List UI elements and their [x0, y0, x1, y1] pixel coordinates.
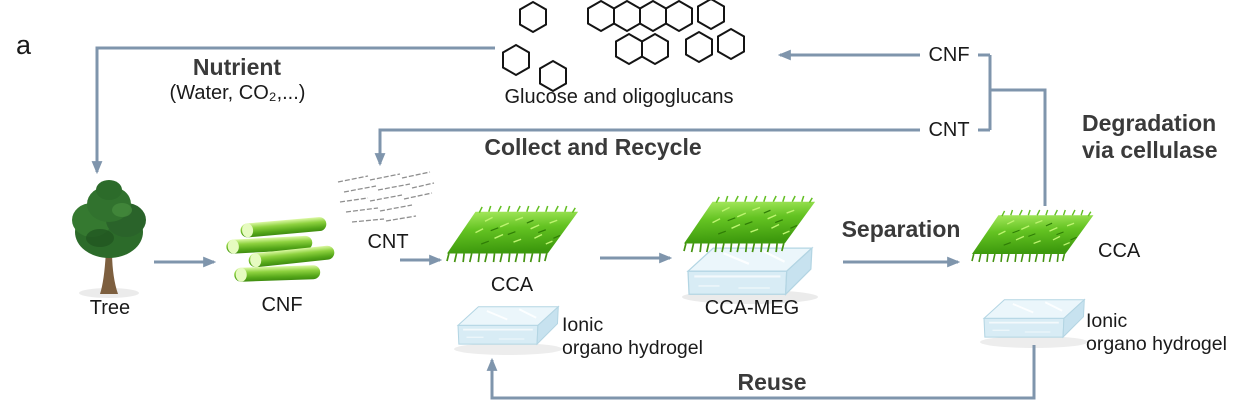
hydrogel-left-line1: Ionic [562, 314, 604, 336]
cnf-rods-icon [226, 217, 335, 282]
cca-right-label: CCA [1098, 240, 1141, 262]
glucose-molecules-icon [502, 0, 745, 92]
cca-left-icon [446, 205, 579, 263]
hydrogel-right-line1: Ionic [1086, 310, 1128, 332]
connectors [91, 46, 1047, 400]
hydrogel-left-line2: organo hydrogel [562, 337, 703, 359]
hydrogel-right-label: Ionic organo hydrogel [1086, 310, 1227, 356]
separation-label: Separation [841, 216, 961, 242]
cnf-return-label: CNF [920, 42, 978, 68]
hydrogel-right-icon [983, 298, 1086, 339]
glucose-label: Glucose and oligoglucans [504, 86, 734, 108]
tree-label: Tree [89, 297, 131, 319]
cnf-label: CNF [261, 294, 303, 316]
arrow-nutrient [91, 46, 495, 175]
cnt-sketch-icon [337, 171, 435, 223]
nutrient-label: Nutrient [192, 54, 282, 80]
nutrient-detail: (Water, CO₂,...) [169, 82, 306, 104]
arrow-reuse [486, 345, 1036, 400]
degradation-line1: Degradation [1082, 110, 1217, 136]
degradation-line2: via cellulase [1082, 137, 1218, 164]
cca-left-label: CCA [490, 274, 534, 296]
cca-meg-label: CCA-MEG [704, 297, 800, 319]
arrow-cnt-return [374, 128, 990, 167]
hydrogel-left-icon [457, 305, 560, 346]
panel-label: a [16, 30, 32, 60]
hydrogel-right-line2: organo hydrogel [1086, 333, 1227, 355]
cnt-return-label: CNT [920, 117, 978, 143]
tree-icon [72, 180, 146, 294]
collect-recycle-label: Collect and Recycle [484, 134, 702, 160]
cnt-label: CNT [367, 231, 409, 253]
cca-meg-icon [683, 195, 816, 296]
line-degradation-path [990, 88, 1047, 206]
reuse-label: Reuse [720, 369, 824, 397]
degradation-label: Degradation via cellulase [1082, 110, 1218, 164]
cca-right-icon [971, 209, 1095, 263]
hydrogel-left-label: Ionic organo hydrogel [562, 314, 703, 360]
